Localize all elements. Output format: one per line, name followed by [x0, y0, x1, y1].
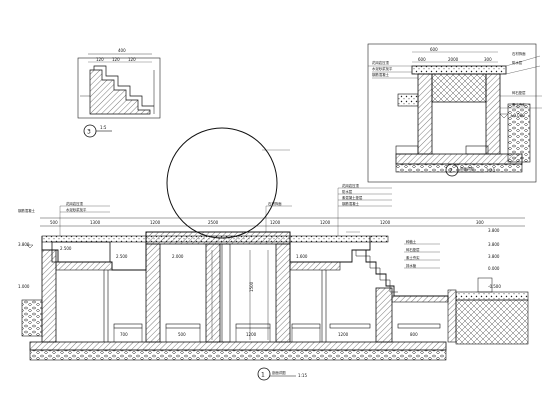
detail3-dim-top: 400: [118, 48, 126, 53]
dim-top-6: 1200: [380, 220, 391, 225]
detail1-scale: 1:15: [298, 373, 307, 378]
detail2-note-0: 花岗岩压顶: [372, 60, 390, 65]
dim-bot-4: 800: [410, 332, 418, 337]
note-r-3: 钢筋混凝土: [342, 201, 360, 206]
dim-bot-1: 500: [178, 332, 186, 337]
detail3-dim-c: 120: [128, 57, 136, 62]
elev-1: 2.500: [60, 246, 72, 251]
detail-2: 600 2000 600 300 花岗岩压顶 水泥砂浆找平 钢筋混凝土 石材饰面…: [367, 43, 542, 183]
detail2-note-6: 素土夯实: [512, 102, 526, 107]
dim-bot-3: 1200: [338, 332, 349, 337]
detail2-scale: 1:20: [486, 168, 495, 173]
detail3-scale: 1:5: [100, 125, 107, 130]
elev-2: 2.500: [116, 254, 128, 259]
note-tm-0: 石材饰面: [268, 201, 282, 206]
detail2-note-1: 水泥砂浆找平: [372, 66, 393, 71]
detail2-dim-2: 600: [418, 57, 426, 62]
note-r-1: 防水层: [342, 189, 353, 194]
detail1-marker: 1: [261, 372, 265, 379]
elev-8: 3.800: [488, 254, 500, 259]
detail2-elev: ±0.000: [510, 113, 525, 118]
detail2-note-4: 防水层: [512, 60, 523, 65]
note-rs-1: 碎石垫层: [406, 247, 420, 252]
detail-1: 500 1300 1200 2500 1200 1200 1200 300: [18, 127, 529, 381]
dim-top-7: 300: [476, 220, 484, 225]
detail3-dim-b: 120: [112, 57, 120, 62]
detail2-note-5: 碎石垫层: [512, 90, 526, 95]
dim-bot-0: 700: [120, 332, 128, 337]
elev-10: -0.500: [488, 284, 501, 289]
dim-top-4: 1200: [270, 220, 281, 225]
detail1-title: 剖面详图: [272, 370, 286, 375]
note-rs-2: 素土夯实: [406, 255, 420, 260]
note-rs-0: 种植土: [406, 239, 417, 244]
dim-top-3: 2500: [208, 220, 219, 225]
detail2-title: 剖面详图: [460, 166, 474, 171]
detail3-dim-a: 120: [96, 57, 104, 62]
detail2-marker-circle: [445, 163, 459, 177]
elev-0: 3.800: [18, 242, 30, 247]
note-rs-3: 排水管: [406, 263, 417, 268]
dim-top-0: 500: [50, 220, 58, 225]
dim-top-2: 1200: [150, 220, 161, 225]
elev-3: 2.000: [172, 254, 184, 259]
note-tl-1: 水泥砂浆找平: [66, 207, 87, 212]
detail2-note-3: 石材饰面: [512, 51, 526, 56]
note-tl-2: 钢筋混凝土: [18, 208, 36, 213]
detail-3: 400 120 120 120 3 1:5: [77, 48, 161, 138]
elev-6: 3.800: [488, 228, 500, 233]
elev-5: 1.000: [18, 284, 30, 289]
note-r-0: 花岗岩压顶: [342, 183, 360, 188]
detail2-dim-0: 600: [430, 47, 438, 52]
dim-top-5: 1200: [320, 220, 331, 225]
detail3-marker: 3: [87, 129, 91, 136]
detail1-marker-circle: [257, 367, 271, 381]
elev-9: 0.000: [488, 266, 500, 271]
dim-bot-2: 1200: [246, 332, 257, 337]
detail2-marker: 2: [449, 168, 453, 175]
note-r-2: 素混凝土垫层: [342, 195, 363, 200]
detail2-dim-1: 2000: [448, 57, 459, 62]
dim-vertical: 1500: [249, 281, 254, 292]
detail2-dim-3: 300: [484, 57, 492, 62]
dim-top-1: 1300: [90, 220, 101, 225]
note-tl-0: 花岗岩压顶: [66, 201, 84, 206]
elev-4: 1.600: [296, 254, 308, 259]
elev-7: 3.800: [488, 242, 500, 247]
sphere-outline: [166, 127, 278, 239]
detail2-note-2: 钢筋混凝土: [372, 72, 390, 77]
